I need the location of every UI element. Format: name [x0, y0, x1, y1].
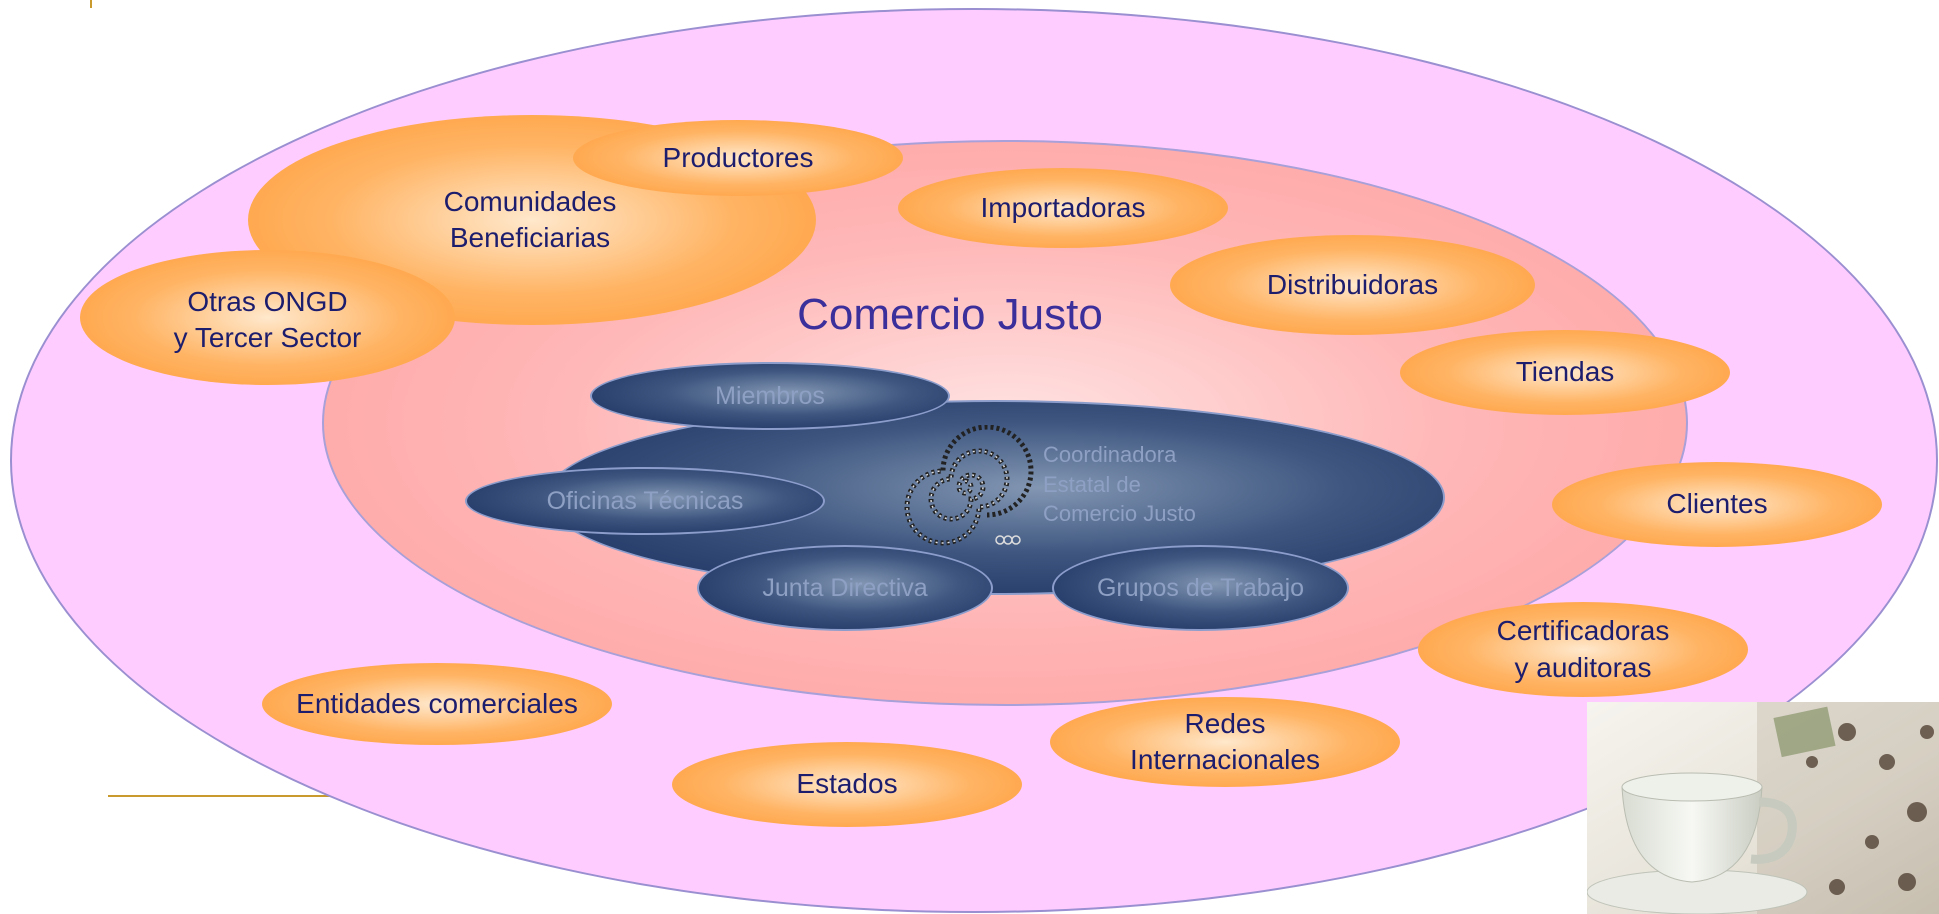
actor-redes	[1050, 697, 1400, 787]
comercio-justo-title: Comercio Justo	[797, 290, 1103, 340]
coffee-cup-image	[1587, 702, 1939, 914]
body-oficinas-tecnicas	[465, 467, 825, 535]
body-oficinas-tecnicas-label: Oficinas Técnicas	[546, 486, 744, 515]
actor-certificadoras-label: Certificadoras y auditoras	[1496, 615, 1670, 683]
coordinadora-label: Coordinadora Estatal de Comercio Justo	[1043, 442, 1196, 527]
actor-estados	[672, 742, 1022, 827]
corner-tick	[90, 0, 92, 8]
actor-certificadoras	[1418, 602, 1748, 697]
actor-distribuidoras-label: Distribuidoras	[1266, 268, 1439, 300]
actor-entidades-comerciales-label: Entidades comerciales	[296, 687, 578, 719]
body-miembros	[590, 362, 950, 430]
actor-redes-label: Redes Internacionales	[1130, 707, 1320, 775]
body-junta-directiva	[697, 545, 993, 631]
body-grupos-trabajo	[1052, 545, 1349, 631]
body-junta-directiva-label: Junta Directiva	[762, 573, 928, 602]
bottom-rule-left	[108, 795, 508, 797]
actor-distribuidoras	[1170, 235, 1535, 335]
actor-otras-ongd-label: Otras ONGD y Tercer Sector	[173, 285, 362, 353]
actor-productores	[573, 120, 903, 196]
actor-entidades-comerciales	[262, 663, 612, 745]
actor-estados-label: Estados	[796, 768, 898, 800]
body-miembros-label: Miembros	[715, 381, 825, 410]
actor-tiendas-label: Tiendas	[1515, 356, 1615, 388]
actor-tiendas	[1400, 330, 1730, 415]
actor-productores-label: Productores	[662, 141, 814, 173]
actor-importadoras-label: Importadoras	[980, 191, 1146, 223]
actor-clientes-label: Clientes	[1666, 488, 1768, 520]
actor-importadoras	[898, 168, 1228, 248]
actor-comunidades-label: Comunidades Beneficiarias	[443, 185, 617, 253]
actor-clientes	[1552, 462, 1882, 547]
body-grupos-trabajo-label: Grupos de Trabajo	[1096, 573, 1305, 602]
spiral-logo-icon	[904, 425, 1034, 546]
actor-otras-ongd	[80, 250, 455, 385]
